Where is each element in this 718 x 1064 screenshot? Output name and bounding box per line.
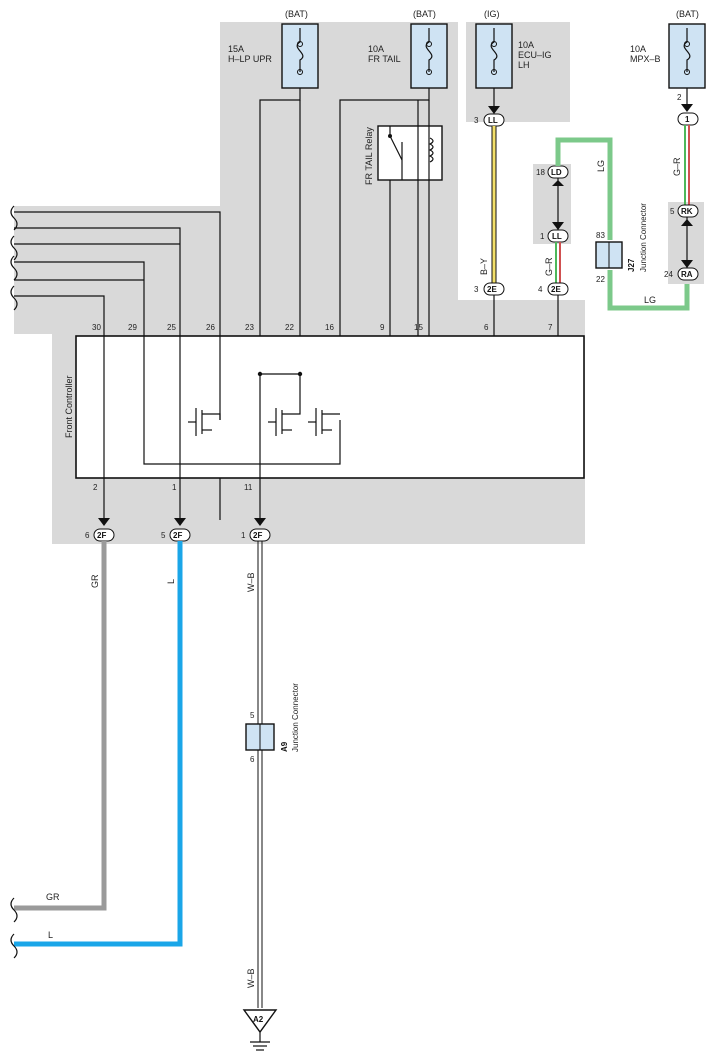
ground-a2: A2 <box>242 1009 278 1051</box>
pin-number: 22 <box>285 323 294 332</box>
wire-g-r-ld: LD 18 LL 1 G–R 2E 4 <box>536 165 569 336</box>
junction-pin: 22 <box>596 275 605 284</box>
fuse-source-label: (BAT) <box>676 9 699 19</box>
fuse-source-label: (BAT) <box>285 9 308 19</box>
connector-code: 2E <box>487 285 497 294</box>
wire-l: L L <box>10 541 183 959</box>
junction-j27: 83 22 J27 Junction Connector <box>595 203 648 284</box>
connector-pin: 5 <box>670 207 675 216</box>
junction-name: Junction Connector <box>639 203 648 272</box>
junction-pin: 5 <box>250 711 255 720</box>
pin-number: 7 <box>548 323 553 332</box>
wire-label: L <box>48 930 53 940</box>
wire-label: LG <box>644 295 656 305</box>
connector-code: 2E <box>551 285 561 294</box>
fuse-10a-ecu-ig-lh: (IG) 10A ECU–IG LH <box>475 9 552 89</box>
pin-number: 23 <box>245 323 254 332</box>
wire-label: G–R <box>544 257 554 276</box>
connector-code: RK <box>681 207 693 216</box>
wire-lg: LG LG <box>555 137 690 311</box>
wire-label: LG <box>596 160 606 172</box>
connector-code: RA <box>681 270 693 279</box>
connector-code: 1 <box>685 115 690 124</box>
connector-pin: 1 <box>241 531 246 540</box>
wire-label: G–R <box>672 157 682 176</box>
junction-pin: 83 <box>596 231 605 240</box>
relay-label: FR TAIL Relay <box>364 127 374 185</box>
fuse-source-label: (IG) <box>484 9 500 19</box>
wire-label: W–B <box>246 968 256 988</box>
connector-code: 2F <box>173 531 182 540</box>
connector-pin: 4 <box>538 285 543 294</box>
controller-label: Front Controller <box>64 375 74 438</box>
pin-number: 11 <box>244 483 253 492</box>
connector-pin: 2 <box>677 93 682 102</box>
fuse-amp: 15A <box>228 44 244 54</box>
wire-label: GR <box>46 892 60 902</box>
connector-pin: 24 <box>664 270 673 279</box>
junction-code: A9 <box>280 741 289 752</box>
controller-bottom-pins: 2 1 11 <box>93 483 253 492</box>
pin-number: 2 <box>93 483 98 492</box>
connector-pin: 1 <box>540 232 545 241</box>
transistor-3 <box>308 408 340 436</box>
wire-w-b: W–B W–B <box>246 541 263 1008</box>
connector-pin: 6 <box>85 531 90 540</box>
pin-number: 16 <box>325 323 334 332</box>
pin-number: 29 <box>128 323 137 332</box>
fuse-15a-hlp-upr: (BAT) 15A H–LP UPR <box>228 9 319 89</box>
fuse-name: ECU–IG <box>518 50 552 60</box>
transistor-1 <box>188 408 221 436</box>
connector-code: LL <box>552 232 562 241</box>
pin-number: 9 <box>380 323 385 332</box>
fuse-name: FR TAIL <box>368 54 401 64</box>
fuse-name: H–LP UPR <box>228 54 272 64</box>
output-connectors: 2F 6 2F 5 2F 1 <box>85 478 271 542</box>
connector-pin: 5 <box>161 531 166 540</box>
fuse-10a-mpx-b: (BAT) 10A MPX–B <box>630 9 706 89</box>
pin-number: 26 <box>206 323 215 332</box>
pin-number: 30 <box>92 323 101 332</box>
connector-code: LD <box>551 168 562 177</box>
fuse-source-label: (BAT) <box>413 9 436 19</box>
connector-code: 2F <box>97 531 106 540</box>
pin-number: 25 <box>167 323 176 332</box>
internal-wires <box>10 88 430 374</box>
connector-pin: 18 <box>536 168 545 177</box>
pin-number: 15 <box>414 323 423 332</box>
connector-pin: 3 <box>474 116 479 125</box>
wire-label: B–Y <box>479 258 489 275</box>
fuse-amp: 10A <box>518 40 534 50</box>
wire-label: W–B <box>246 572 256 592</box>
junction-name: Junction Connector <box>291 683 300 752</box>
wire-label: GR <box>90 574 100 588</box>
fr-tail-relay: FR TAIL Relay <box>364 125 443 185</box>
wire-g-r-mpx: 2 1 G–R RK 5 RA 24 <box>664 88 699 281</box>
wire-gr: GR GR <box>10 541 107 923</box>
transistor-2 <box>268 374 301 436</box>
fuse-name-2: LH <box>518 60 530 70</box>
connector-code: 2F <box>253 531 262 540</box>
pin-number: 1 <box>172 483 177 492</box>
controller-top-pins: 30 29 25 26 23 22 16 9 15 6 7 <box>92 323 553 332</box>
junction-code: J27 <box>627 258 636 272</box>
pin-number: 6 <box>484 323 489 332</box>
fuse-amp: 10A <box>630 44 646 54</box>
ground-code: A2 <box>253 1015 264 1024</box>
wire-label: L <box>166 579 176 584</box>
wire-b-y: LL 3 B–Y 2E 3 <box>474 88 505 336</box>
connector-code: LL <box>488 116 498 125</box>
fuse-name: MPX–B <box>630 54 661 64</box>
junction-pin: 6 <box>250 755 255 764</box>
front-controller: Front Controller <box>64 335 585 520</box>
connector-pin: 3 <box>474 285 479 294</box>
fuse-10a-fr-tail: (BAT) 10A FR TAIL <box>368 9 448 89</box>
fuse-amp: 10A <box>368 44 384 54</box>
junction-a9: 5 6 A9 Junction Connector <box>245 683 300 764</box>
